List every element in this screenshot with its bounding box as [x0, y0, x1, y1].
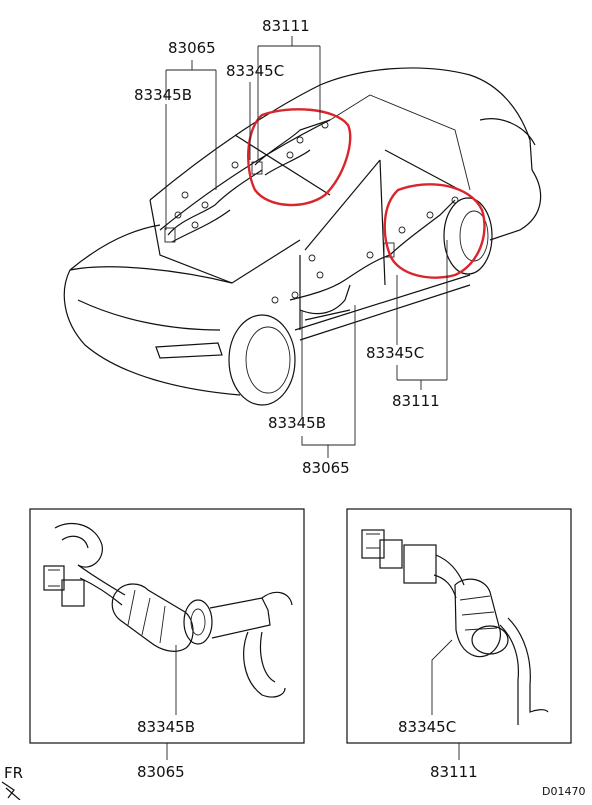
callout-top-83065: 83065 — [168, 39, 216, 57]
callout-mid-83065: 83065 — [302, 459, 350, 477]
connector-icon — [43, 565, 85, 607]
detail-left-part-number: 83345B — [137, 718, 195, 736]
detail-right-assembly-number: 83111 — [430, 763, 478, 781]
mid-callout-group: 83345C 83111 83345B 83065 — [268, 240, 448, 477]
detail-left-assembly-number: 83065 — [137, 763, 185, 781]
callout-mid-83345c: 83345C — [366, 344, 424, 362]
detail-box-right: 83345C — [346, 508, 572, 744]
callout-top-83345b: 83345B — [134, 86, 192, 104]
highlight-rear-door — [383, 183, 486, 279]
car-outline — [63, 67, 542, 406]
fr-label: FR — [4, 764, 23, 782]
callout-mid-83345b: 83345B — [268, 414, 326, 432]
callout-top-83111: 83111 — [262, 17, 310, 35]
detail-right-part-number: 83345C — [398, 718, 456, 736]
grommet-icon — [111, 583, 213, 652]
front-direction-icon — [1, 781, 21, 801]
wiring-harness-front — [164, 119, 331, 243]
connector-icon — [361, 529, 437, 584]
callout-top-83345c: 83345C — [226, 62, 284, 80]
callout-mid-83111: 83111 — [392, 392, 440, 410]
highlight-front-door — [247, 108, 352, 207]
grommet-icon — [454, 578, 509, 658]
diagram-code: D01470 — [542, 785, 585, 798]
detail-box-left: 83345B — [29, 508, 305, 744]
top-callout-group: 83111 83065 83345C 83345B — [134, 17, 321, 230]
wiring-harness-side — [271, 196, 459, 321]
